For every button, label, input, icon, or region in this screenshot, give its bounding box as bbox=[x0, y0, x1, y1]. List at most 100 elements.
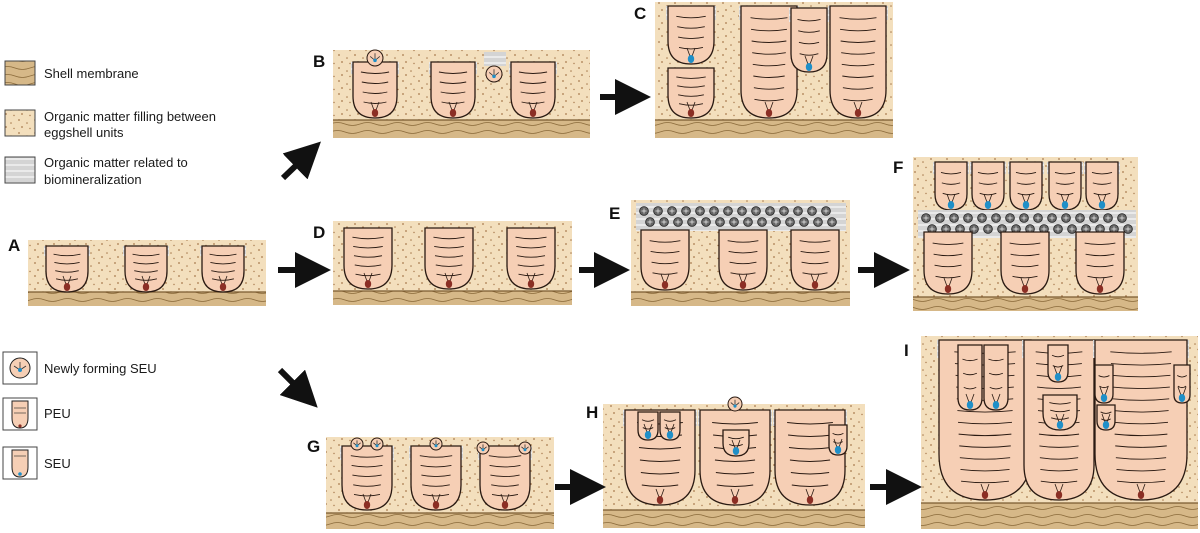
spherule-cross bbox=[1041, 226, 1047, 232]
growth-line bbox=[352, 474, 382, 478]
calcite-spherule bbox=[709, 206, 719, 216]
calcite-spherule bbox=[821, 206, 831, 216]
growth-line bbox=[678, 103, 704, 106]
unit-body bbox=[479, 445, 531, 511]
growth-line bbox=[1177, 385, 1187, 389]
newly-forming-seu bbox=[429, 437, 443, 451]
growth-line bbox=[664, 427, 676, 430]
newly-forming-seu bbox=[370, 437, 384, 451]
growth-line bbox=[518, 273, 544, 277]
eggshell-unit bbox=[506, 227, 556, 290]
nucleation-site bbox=[731, 496, 739, 504]
calcite-spherule bbox=[827, 217, 837, 227]
growth-line bbox=[799, 53, 819, 56]
growth-line bbox=[988, 372, 1004, 376]
growth-line bbox=[941, 182, 961, 185]
growth-line bbox=[1110, 363, 1172, 366]
growth-line bbox=[957, 410, 1013, 413]
growth-line bbox=[354, 264, 382, 267]
shell-membrane bbox=[326, 513, 554, 529]
growth-line bbox=[363, 101, 387, 104]
unit-body bbox=[667, 5, 715, 65]
growth-line bbox=[1012, 275, 1038, 279]
eggshell-unit bbox=[1008, 161, 1044, 211]
calcite-spherule bbox=[779, 206, 789, 216]
growth-line bbox=[419, 455, 453, 458]
growth-line bbox=[353, 484, 381, 487]
growth-line bbox=[715, 472, 755, 475]
nucleation-site bbox=[981, 491, 989, 499]
panel-i bbox=[921, 336, 1198, 529]
growth-line bbox=[651, 261, 679, 265]
growth-line bbox=[134, 270, 158, 273]
panel-e bbox=[631, 200, 850, 306]
calcite-spherule bbox=[1033, 213, 1043, 223]
spherule-cross bbox=[795, 208, 801, 214]
panel-label-g: G bbox=[307, 437, 320, 456]
growth-line bbox=[729, 444, 743, 447]
spherule-cross bbox=[815, 219, 821, 225]
newly-forming-seu bbox=[350, 437, 364, 451]
growth-line bbox=[752, 52, 786, 55]
growth-line bbox=[53, 253, 81, 257]
nucleation-site bbox=[806, 496, 814, 504]
eggshell-unit bbox=[1075, 231, 1125, 295]
eggshell-unit bbox=[1000, 231, 1050, 295]
growth-line bbox=[979, 192, 997, 196]
spherule-cross bbox=[1027, 226, 1033, 232]
calcite-spherule bbox=[1067, 224, 1077, 234]
growth-line bbox=[962, 372, 978, 376]
growth-line bbox=[1087, 275, 1113, 279]
eggshell-unit bbox=[933, 161, 969, 211]
growth-line bbox=[1037, 386, 1081, 390]
growth-line bbox=[351, 464, 383, 468]
calcite-spherule bbox=[949, 213, 959, 223]
nucleation-site bbox=[1137, 491, 1145, 499]
spherule-cross bbox=[669, 208, 675, 214]
growth-line bbox=[678, 36, 704, 40]
legend-seu: SEU bbox=[2, 446, 71, 480]
unit-body bbox=[410, 445, 462, 511]
calcite-spherule bbox=[813, 217, 823, 227]
growth-line bbox=[517, 264, 545, 267]
eggshell-unit bbox=[790, 229, 840, 291]
unit-body bbox=[722, 429, 750, 457]
unit-body bbox=[1000, 231, 1050, 295]
seu-core bbox=[733, 404, 737, 408]
eggshell-unit bbox=[200, 245, 246, 293]
growth-line bbox=[663, 419, 677, 422]
spherule-cross bbox=[993, 215, 999, 221]
growth-line bbox=[1093, 192, 1111, 196]
seu-core bbox=[1056, 421, 1064, 429]
panels bbox=[28, 2, 1198, 529]
calcite-spherule bbox=[687, 217, 697, 227]
growth-line bbox=[1039, 445, 1079, 448]
eggshell-unit bbox=[1093, 339, 1189, 501]
growth-line bbox=[988, 358, 1004, 362]
spherule-cross bbox=[787, 219, 793, 225]
shell-membrane bbox=[28, 292, 266, 306]
growth-line bbox=[678, 46, 704, 50]
unit-body bbox=[506, 227, 556, 290]
nucleation-site bbox=[854, 109, 862, 117]
growth-line bbox=[491, 494, 519, 497]
growth-line bbox=[842, 75, 874, 78]
growth-line bbox=[1051, 354, 1065, 358]
nucleation-site bbox=[1096, 285, 1104, 293]
nucleation-site bbox=[1021, 285, 1029, 293]
growth-line bbox=[1015, 172, 1037, 175]
calcite-spherule bbox=[807, 206, 817, 216]
growth-line bbox=[1056, 192, 1074, 196]
eggshell-unit bbox=[828, 5, 888, 119]
eggshell-unit bbox=[739, 5, 799, 119]
unit-body bbox=[740, 5, 798, 119]
growth-line bbox=[843, 98, 873, 102]
unit-body bbox=[1047, 344, 1069, 383]
growth-line bbox=[750, 17, 788, 20]
growth-line bbox=[353, 246, 383, 249]
growth-line bbox=[832, 432, 844, 436]
growth-line bbox=[1010, 253, 1040, 257]
seu-core bbox=[1100, 394, 1108, 402]
nucleation-site bbox=[529, 109, 537, 117]
growth-line bbox=[934, 264, 962, 268]
